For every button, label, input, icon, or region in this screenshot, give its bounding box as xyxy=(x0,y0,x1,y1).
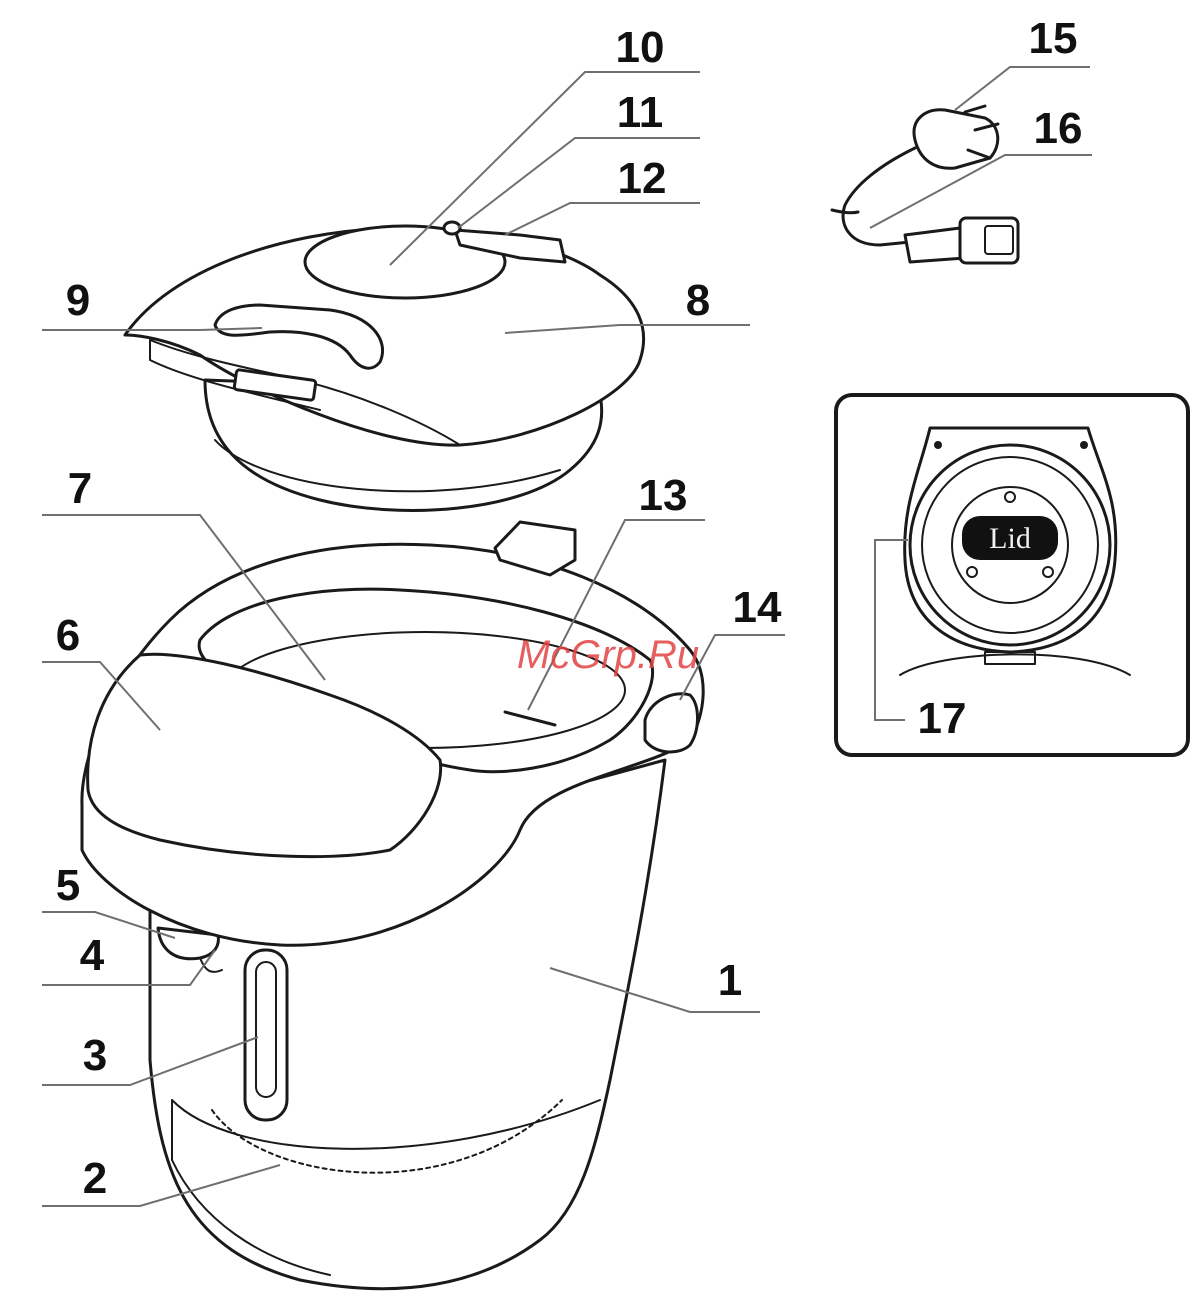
callout-4: 4 xyxy=(80,931,105,980)
cord-wire xyxy=(843,148,915,245)
iec-connector-strain xyxy=(905,228,965,262)
inset-screw-right xyxy=(1080,441,1088,449)
watermark-text: McGrp.Ru xyxy=(517,633,699,677)
plug-pin-a xyxy=(965,106,985,112)
inset-screw-left xyxy=(934,441,942,449)
callout-13: 13 xyxy=(639,471,688,520)
lid-steam-knob xyxy=(444,222,460,234)
callout-5: 5 xyxy=(56,861,80,910)
power-cord xyxy=(832,106,1018,263)
plug-head xyxy=(914,110,998,168)
lid-assembly xyxy=(125,222,644,510)
inset-panel: Lid xyxy=(836,395,1188,755)
callout-15: 15 xyxy=(1029,14,1078,63)
water-level-window xyxy=(245,950,287,1120)
callout-3: 3 xyxy=(83,1031,107,1080)
callout-11: 11 xyxy=(617,88,664,137)
callout-9: 9 xyxy=(66,276,90,325)
inset-lid-badge-text: Lid xyxy=(989,522,1031,555)
callout-1: 1 xyxy=(718,956,742,1005)
callout-10: 10 xyxy=(616,23,665,72)
iec-connector xyxy=(960,218,1018,263)
callout-16: 16 xyxy=(1034,104,1083,153)
callout-6: 6 xyxy=(56,611,80,660)
callout-7: 7 xyxy=(68,464,92,513)
callout-14: 14 xyxy=(733,583,782,632)
callout-2: 2 xyxy=(83,1154,107,1203)
callout-17: 17 xyxy=(918,694,967,743)
callout-12: 12 xyxy=(618,154,667,203)
callout-8: 8 xyxy=(686,276,710,325)
leader-12 xyxy=(505,203,700,235)
